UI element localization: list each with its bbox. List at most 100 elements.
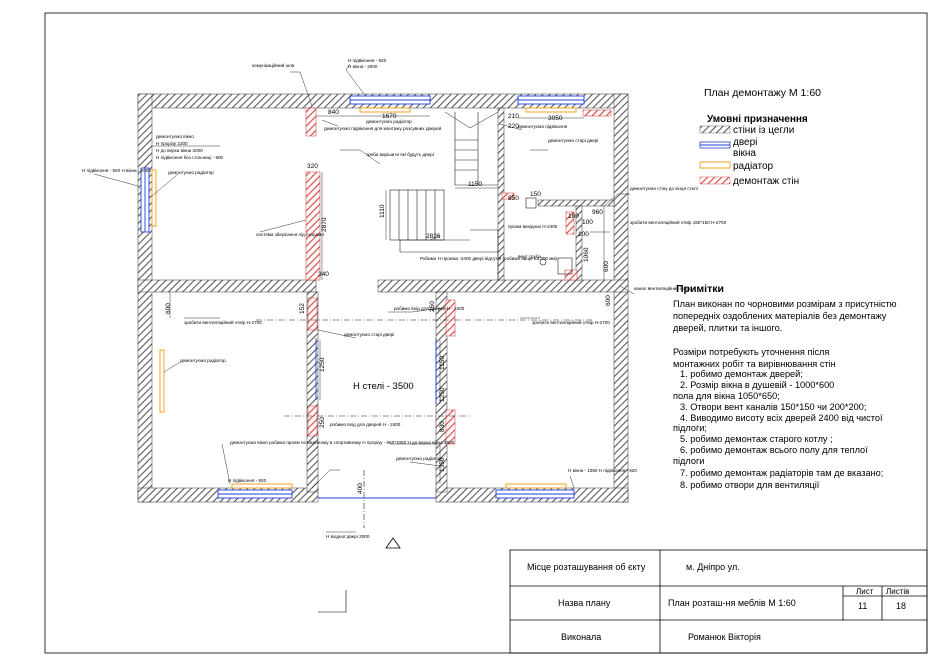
annotation: робимо вхід для дверей Н - 2400 — [330, 421, 401, 427]
dimension-labels: 840 1670 3050 220 320 2870 340 1150 850 … — [165, 109, 612, 494]
annotation: зробити вентиляційний отвір Н-2700 — [184, 319, 262, 325]
plan-name-value: План розташ-ня меблів М 1:60 — [668, 598, 796, 608]
annotation: робимо вхід для дверей Н - 2400 — [394, 305, 465, 311]
entrance-marker — [385, 537, 401, 549]
dimension-value: 1250 — [319, 357, 326, 372]
ceiling-height-label: Н стелі - 3500 — [353, 381, 414, 392]
location-label: Місце розташування об єкту — [527, 562, 646, 572]
dimension-value: 180 — [568, 213, 579, 220]
notes-item: 7. робимо демонтаж радіаторів там де вка… — [680, 468, 883, 478]
dimension-value: 152 — [299, 303, 306, 314]
dimension-value: 3050 — [548, 115, 563, 122]
staircase — [389, 111, 499, 280]
legend-swatch-demolition — [699, 176, 731, 185]
notes-item: 1. робимо демонтаж дверей; — [680, 369, 803, 379]
dimension-value: 1670 — [382, 113, 397, 120]
annotation: Н вікна - 1050 Н підвіконня - 920 — [568, 468, 637, 473]
notes-item: 3. Отвори вент каналів 150*150 чи 200*20… — [680, 402, 866, 412]
demolition-walls — [305, 107, 612, 445]
legend-label: двері — [733, 137, 757, 148]
annotation: демонтуємо радіатор — [180, 358, 226, 363]
annotation: система зберігання під сходами — [256, 232, 324, 237]
dimension-value: 850 — [508, 195, 519, 202]
annotation: зробити вентиляційний отвір Н-2700 — [532, 319, 610, 325]
dimension-value: 830 — [439, 421, 446, 432]
plan-name-label: Назва плану — [558, 598, 611, 608]
annotation: демонтуємо старі двері — [344, 332, 394, 337]
brick-walls — [137, 93, 629, 503]
annotation: проем вихідних Н-2400 — [508, 224, 558, 229]
ventilation-lines — [256, 319, 592, 528]
shafts — [525, 197, 573, 275]
dimension-value: 2870 — [321, 217, 328, 232]
executed-label: Виконала — [561, 632, 601, 642]
dimension-value: 340 — [318, 271, 329, 278]
annotation: демонтуємо радіатор — [396, 456, 442, 461]
plan-annotations: комунікаційний шов Н підвіконня - 920 Н … — [82, 58, 727, 539]
annotation: зробити вентиляційний отвір 150*150 Н-27… — [630, 219, 727, 225]
legend-swatch-radiator — [699, 161, 731, 169]
dimension-value: 250 — [429, 301, 436, 312]
legend: стіни із цегли двері вікна радіатор демо… — [699, 125, 799, 187]
dimension-lines — [169, 115, 605, 484]
annotation: Н підвіконня - 920 — [348, 58, 387, 63]
dimension-value: 100 — [578, 231, 589, 238]
dimension-value: 320 — [307, 163, 318, 170]
sheets-total: 18 — [896, 601, 906, 611]
dimension-value: 210 — [508, 113, 519, 120]
annotation: демонтуємо вікно — [156, 134, 194, 139]
dimension-value: 1150 — [468, 181, 482, 188]
dimension-value: 400 — [357, 483, 364, 494]
annotation: демонтуємо радіатор — [366, 119, 412, 124]
notes-item: 8. робимо отвори для вентиляції — [680, 480, 820, 490]
legend-heading: Умовні призначення — [707, 114, 808, 125]
dimension-value: 1350 — [439, 457, 446, 472]
notes-item: 5. робимо демонтаж старого котлу ; — [680, 434, 833, 444]
sheet-number: 11 — [858, 601, 867, 611]
dimension-value: 840 — [328, 109, 339, 116]
dimension-value: 1110 — [379, 204, 386, 218]
notes-item: 4. Виводимо висоту всіх дверей 2400 від … — [680, 413, 883, 423]
notes-line: План виконан по чорновими розмірам з при… — [673, 299, 897, 309]
legend-label: демонтаж стін — [733, 176, 799, 187]
windows — [140, 95, 585, 499]
location-value: м. Дніпро ул. — [686, 562, 740, 572]
dimension-value: 2826 — [426, 233, 441, 240]
legend-label: вікна — [733, 148, 756, 159]
sheet-frame — [44, 12, 928, 654]
notes-line: підлоги; — [673, 423, 707, 433]
sheets-label: Листів — [886, 587, 909, 596]
dimension-value: 600 — [165, 303, 172, 314]
dimension-value: 1250 — [439, 387, 446, 402]
notes-line: дверей, плитки та іншого. — [673, 323, 782, 333]
annotation: Н до верха вікна 2000 — [156, 148, 203, 153]
dimension-value: 600 — [603, 261, 610, 272]
dimension-value: 1150 — [439, 356, 446, 370]
annotation: демонтуємо стіну до кінця стелі — [630, 186, 698, 191]
annotation: демонтуємо старі двері — [548, 138, 598, 143]
notes-item: 2. Розмір вікна в душевій - 1000*600 — [680, 380, 834, 390]
annotation: демонтуємо радіатор — [168, 170, 214, 175]
annotation: вент труба — [518, 254, 541, 259]
notes: Примітки План виконан по чорновими розмі… — [673, 283, 897, 490]
title-block — [509, 549, 928, 654]
notes-heading: Примітки — [676, 283, 724, 295]
annotation: Н підвіконня - 920 Н вікна - 2000 — [82, 168, 151, 173]
executed-value: Романюк Вікторія — [688, 632, 761, 642]
notes-line: монтажних робіт та вирівнювання стін — [673, 359, 836, 369]
dimension-value: 100 — [582, 219, 593, 226]
plan-title: План демонтажу М 1:60 — [704, 87, 821, 99]
annotation: Н прорізу 2200 — [156, 141, 188, 146]
dimension-value: 150 — [530, 191, 541, 198]
annotation: Н вікна - 2000 — [348, 64, 378, 69]
annotation: демонтуємо підвіконня — [518, 124, 568, 129]
annotation: Робимо Н проема -2400 двері відсутні (ро… — [420, 256, 558, 261]
annotation: канал вентиляційний існує — [634, 285, 691, 291]
dimension-value: 250 — [319, 417, 326, 428]
annotation: треба вирішити які будуть двері — [366, 152, 434, 157]
notes-line: Розміри потребують уточнення після — [673, 347, 829, 357]
dimension-value: 1060 — [583, 247, 590, 262]
legend-label: радіатор — [733, 161, 774, 172]
doors — [315, 338, 437, 499]
